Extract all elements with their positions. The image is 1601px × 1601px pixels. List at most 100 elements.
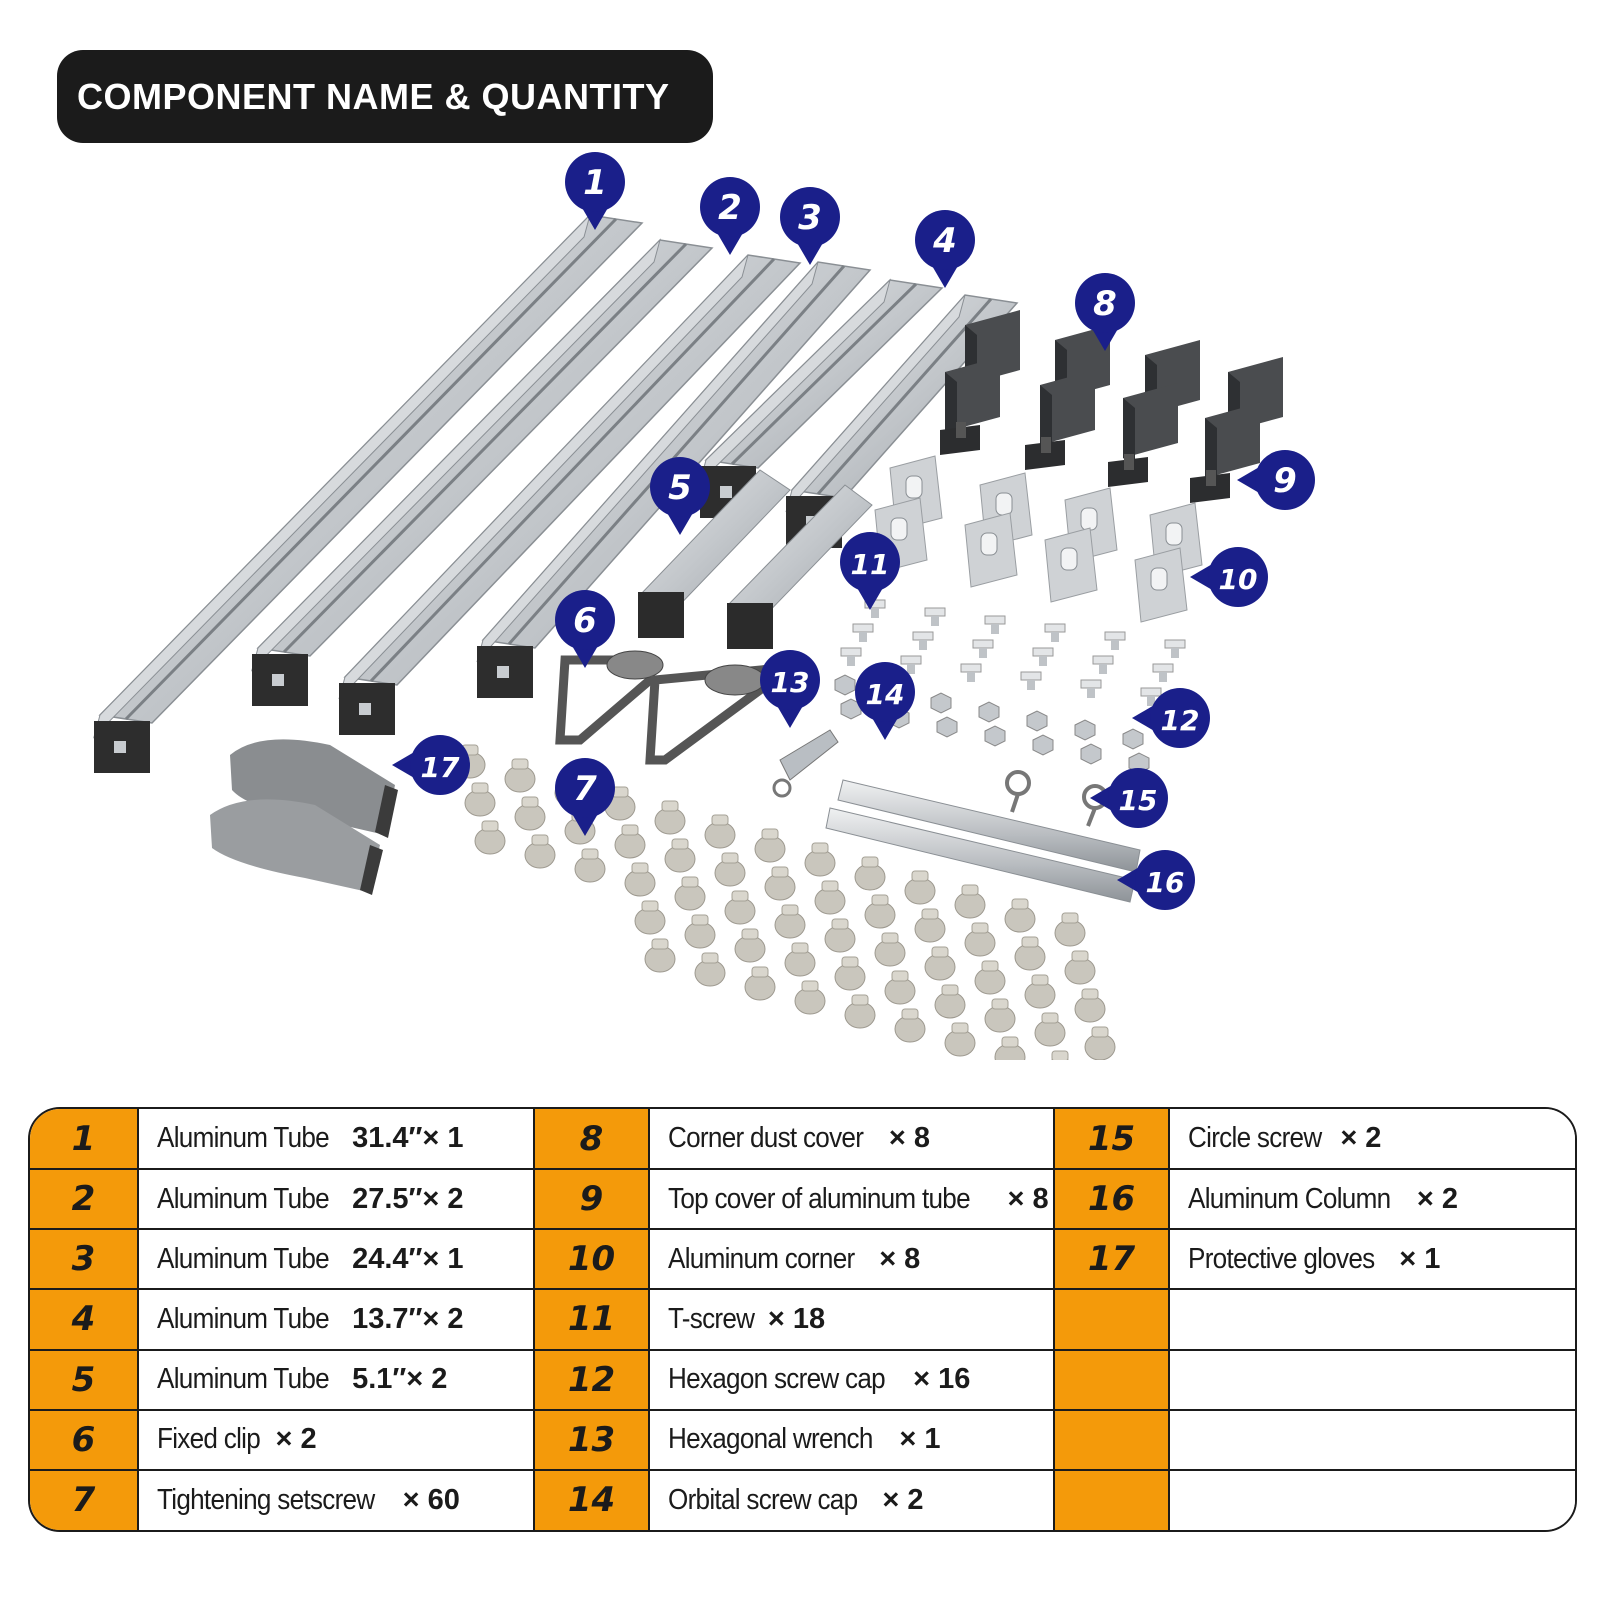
part-name: Aluminum corner — [668, 1242, 855, 1275]
part-number: 16 — [1054, 1169, 1170, 1231]
part-number: 12 — [534, 1349, 650, 1411]
part-quantity: × 2 — [275, 1423, 317, 1456]
part-description: Protective gloves × 1 — [1169, 1229, 1575, 1291]
circle-screws — [1005, 770, 1108, 827]
part-description: T-screw × 18 — [649, 1289, 1055, 1351]
part-number: 4 — [30, 1289, 139, 1351]
part-quantity: × 60 — [402, 1483, 460, 1516]
callout-8: 8 — [1075, 273, 1135, 351]
callout-13: 13 — [760, 650, 820, 728]
part-description — [1169, 1289, 1575, 1351]
part-name: Aluminum Column — [1188, 1182, 1391, 1215]
callout-6: 6 — [555, 590, 615, 668]
svg-text:9: 9 — [1273, 461, 1297, 501]
svg-text:8: 8 — [1093, 284, 1117, 324]
part-description: Hexagonal wrench× 1 — [649, 1409, 1055, 1471]
part-quantity: × 8 — [888, 1122, 931, 1155]
part-name: Circle screw — [1188, 1122, 1322, 1155]
hexagonal-wrench — [772, 729, 839, 798]
part-quantity: × 2 — [1416, 1182, 1459, 1215]
svg-text:11: 11 — [851, 548, 890, 581]
part-description: Circle screw × 2 — [1169, 1109, 1575, 1171]
part-description: Orbital screw cap × 2 — [649, 1469, 1055, 1530]
part-quantity: × 18 — [767, 1302, 826, 1335]
part-quantity: × 1 — [1399, 1242, 1441, 1275]
short-aluminum-tubes — [638, 469, 873, 649]
svg-text:12: 12 — [1161, 704, 1200, 737]
part-description: Hexagon screw cap× 16 — [649, 1349, 1055, 1411]
callout-17: 17 — [392, 735, 470, 795]
part-name: Tightening setscrew — [157, 1483, 375, 1516]
svg-text:10: 10 — [1219, 563, 1258, 596]
part-quantity: 31.4″× 1 — [352, 1122, 464, 1155]
part-quantity: × 8 — [879, 1242, 921, 1275]
part-description — [1169, 1469, 1575, 1530]
fixed-clips — [555, 650, 766, 765]
part-number: 3 — [30, 1229, 139, 1291]
part-number: 17 — [1054, 1229, 1170, 1291]
svg-text:13: 13 — [771, 666, 810, 699]
callout-3: 3 — [780, 187, 840, 265]
svg-text:17: 17 — [421, 751, 460, 784]
part-name: Orbital screw cap — [668, 1483, 858, 1516]
part-quantity: × 16 — [913, 1363, 971, 1396]
screws — [834, 599, 1186, 774]
part-number: 6 — [30, 1409, 139, 1471]
callout-5: 5 — [650, 457, 710, 535]
aluminum-tubes — [93, 213, 1019, 773]
part-number: 11 — [534, 1289, 650, 1351]
part-name: Protective gloves — [1188, 1242, 1375, 1275]
page-title: COMPONENT NAME & QUANTITY — [57, 50, 713, 143]
part-number: 15 — [1054, 1109, 1170, 1171]
part-description: Aluminum Tube 27.5″× 2 — [138, 1169, 535, 1231]
svg-text:15: 15 — [1119, 784, 1158, 817]
part-number: 1 — [30, 1109, 139, 1171]
part-quantity: × 2 — [882, 1483, 924, 1516]
part-number — [1054, 1409, 1170, 1471]
part-name: Aluminum Tube — [157, 1182, 330, 1215]
callout-10: 10 — [1190, 547, 1268, 607]
part-description — [1169, 1349, 1575, 1411]
svg-text:7: 7 — [573, 769, 597, 809]
part-quantity: × 8 — [1007, 1182, 1049, 1215]
part-description: Corner dust cover × 8 — [649, 1109, 1055, 1171]
svg-text:5: 5 — [668, 468, 692, 508]
part-description — [1169, 1409, 1575, 1471]
part-number: 8 — [534, 1109, 650, 1171]
part-quantity: 27.5″× 2 — [352, 1182, 464, 1215]
part-quantity: 13.7″× 2 — [352, 1302, 464, 1335]
callout-16: 16 — [1117, 850, 1195, 910]
svg-text:4: 4 — [932, 221, 957, 261]
part-quantity: 24.4″× 1 — [352, 1242, 464, 1275]
part-description: Tightening setscrew × 60 — [138, 1469, 535, 1530]
svg-text:3: 3 — [798, 198, 822, 238]
svg-text:1: 1 — [583, 163, 607, 203]
part-name: Aluminum Tube — [157, 1122, 330, 1155]
part-description: Aluminum Column × 2 — [1169, 1169, 1575, 1231]
callout-7: 7 — [555, 758, 615, 836]
part-name: T-screw — [668, 1302, 755, 1335]
part-number — [1054, 1469, 1170, 1530]
part-description: Fixed clip × 2 — [138, 1409, 535, 1471]
callout-9: 9 — [1237, 450, 1315, 510]
svg-text:2: 2 — [718, 188, 742, 228]
part-description: Aluminum Tube 31.4″× 1 — [138, 1109, 535, 1171]
part-number: 13 — [534, 1409, 650, 1471]
part-name: Corner dust cover — [668, 1122, 864, 1155]
protective-gloves — [210, 739, 398, 895]
part-quantity: 5.1″× 2 — [352, 1363, 448, 1396]
part-name: Fixed clip — [157, 1423, 261, 1456]
aluminum-corners — [874, 455, 1203, 623]
part-number: 10 — [534, 1229, 650, 1291]
part-quantity: × 2 — [1340, 1122, 1382, 1155]
part-quantity: × 1 — [899, 1423, 941, 1456]
part-number: 2 — [30, 1169, 139, 1231]
part-description: Top cover of aluminum tube× 8 — [649, 1169, 1055, 1231]
